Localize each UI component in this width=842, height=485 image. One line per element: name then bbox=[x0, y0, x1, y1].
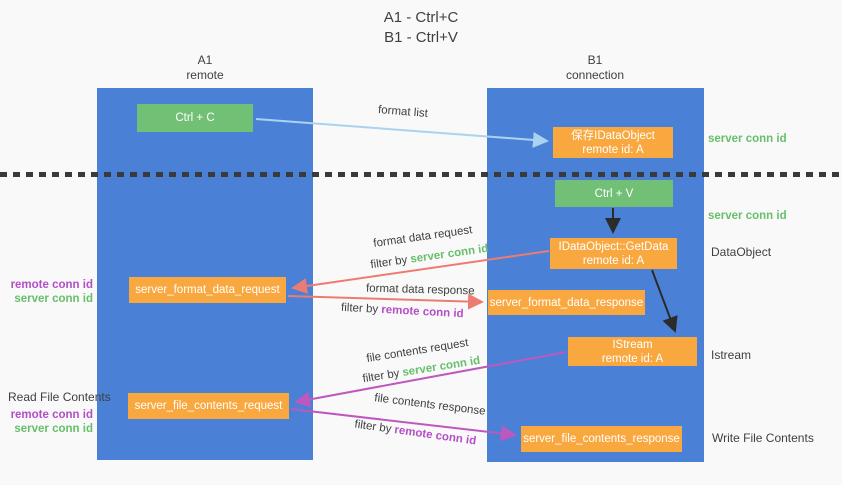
lane-b1-role: connection bbox=[565, 68, 625, 82]
left-conn-id-pair-2: remote conn id server conn id bbox=[11, 408, 93, 436]
lane-a1-name: A1 bbox=[197, 53, 213, 67]
format-response-label: server_format_data_response bbox=[489, 296, 644, 309]
lane-header-b1: B1 connection bbox=[487, 53, 703, 83]
server-conn-id-label: server conn id bbox=[14, 423, 93, 435]
remote-conn-id-label: remote conn id bbox=[10, 279, 93, 291]
title-line-1: A1 - Ctrl+C bbox=[383, 9, 459, 26]
getdata-to-istream-arrow bbox=[651, 269, 678, 333]
idataobject-getdata-node: IDataObject::GetData remote id: A bbox=[550, 238, 677, 269]
file-request-label: server_file_contents_request bbox=[134, 400, 283, 412]
write-file-contents-label: Write File Contents bbox=[712, 431, 814, 445]
server-conn-id-label: server conn id bbox=[14, 293, 93, 305]
server-format-data-request-node: server_format_data_request bbox=[129, 277, 286, 303]
istream-line2: remote id: A bbox=[601, 352, 664, 365]
format-request-label: server_format_data_request bbox=[135, 284, 280, 296]
istream-line1: IStream bbox=[612, 338, 653, 351]
ctrl-v-label: Ctrl + V bbox=[594, 187, 634, 200]
ctrl-v-node: Ctrl + V bbox=[555, 180, 673, 207]
file-response-label: server_file_contents_response bbox=[523, 433, 680, 445]
copy-paste-divider-line bbox=[0, 172, 842, 177]
lane-header-a1: A1 remote bbox=[97, 53, 313, 83]
server-file-contents-request-node: server_file_contents_request bbox=[128, 393, 289, 419]
title-line-2: B1 - Ctrl+V bbox=[384, 29, 458, 46]
getdata-line1: IDataObject::GetData bbox=[558, 240, 669, 253]
format-data-response-arrow bbox=[287, 293, 484, 310]
server-format-data-response-node: server_format_data_response bbox=[488, 290, 645, 315]
ctrl-c-label: Ctrl + C bbox=[175, 112, 215, 124]
getdata-line2: remote id: A bbox=[582, 254, 645, 267]
lane-b1-name: B1 bbox=[587, 53, 603, 67]
save-idataobject-node: 保存IDataObject remote id: A bbox=[553, 127, 673, 158]
save-idataobject-line1: 保存IDataObject bbox=[571, 129, 655, 142]
remote-conn-id-label: remote conn id bbox=[10, 409, 93, 421]
format-list-arrow bbox=[255, 118, 549, 148]
file-contents-request-arrow bbox=[294, 351, 567, 408]
istream-node: IStream remote id: A bbox=[568, 337, 697, 366]
ctrl-c-node: Ctrl + C bbox=[137, 104, 253, 132]
istream-side-label: Istream bbox=[711, 348, 752, 362]
format-data-request-arrow bbox=[291, 250, 550, 294]
save-idataobject-line2: remote id: A bbox=[582, 143, 644, 156]
server-file-contents-response-node: server_file_contents_response bbox=[521, 426, 682, 452]
server-conn-id-top-label: server conn id bbox=[708, 133, 787, 145]
read-file-contents-label: Read File Contents bbox=[8, 390, 111, 404]
file-contents-response-arrow bbox=[290, 408, 517, 442]
filter-prefix: filter by bbox=[340, 301, 382, 316]
left-conn-id-pair-1: remote conn id server conn id bbox=[11, 278, 93, 306]
dataobject-label: DataObject bbox=[711, 245, 772, 259]
lane-a1-role: remote bbox=[186, 68, 224, 82]
diagram-title: A1 - Ctrl+C B1 - Ctrl+V bbox=[0, 8, 842, 48]
server-conn-id-mid-label: server conn id bbox=[708, 210, 787, 222]
